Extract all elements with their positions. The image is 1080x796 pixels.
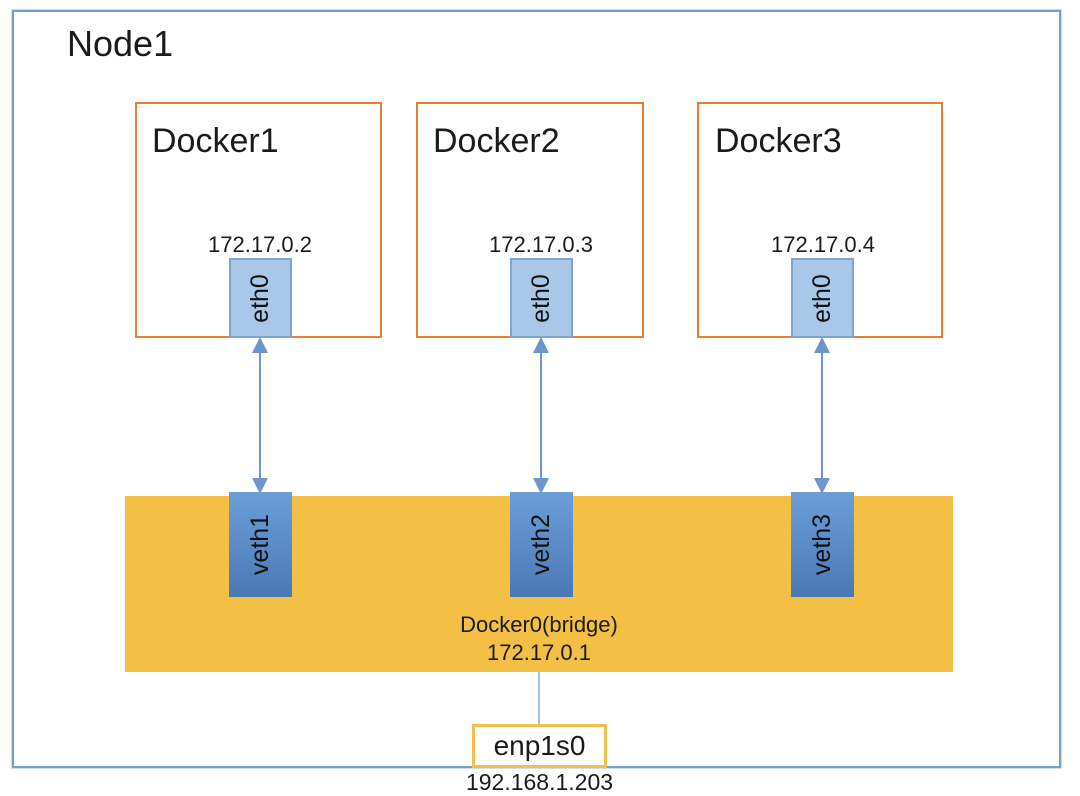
docker3-eth0-box: eth0 (791, 258, 854, 338)
docker0-bridge-ip-label: 172.17.0.1 (487, 640, 591, 665)
docker3-label: Docker3 (715, 122, 842, 160)
docker1-label: Docker1 (152, 122, 279, 160)
veth3-box: veth3 (791, 492, 854, 597)
docker3-eth0-label: eth0 (807, 273, 836, 323)
veth2-box: veth2 (510, 492, 573, 597)
veth1-label: veth1 (245, 513, 274, 576)
host-ip-label: 192.168.1.203 (465, 769, 614, 795)
docker2-eth0-box: eth0 (510, 258, 573, 338)
docker1-eth0-box: eth0 (229, 258, 292, 338)
node1-title: Node1 (67, 23, 174, 64)
docker3-ip-label: 172.17.0.4 (771, 232, 875, 257)
enp1s0-label: enp1s0 (493, 730, 586, 761)
veth1-box: veth1 (229, 492, 292, 597)
enp1s0-box: enp1s0 (472, 724, 607, 768)
veth2-label: veth2 (526, 513, 555, 576)
docker1-ip-label: 172.17.0.2 (208, 232, 312, 257)
docker2-label: Docker2 (433, 122, 560, 160)
docker2-ip-label: 172.17.0.3 (489, 232, 593, 257)
docker2-eth0-label: eth0 (526, 273, 555, 323)
veth3-label: veth3 (807, 513, 836, 576)
docker1-eth0-label: eth0 (245, 273, 274, 323)
docker0-bridge-label: Docker0(bridge) (460, 612, 618, 637)
